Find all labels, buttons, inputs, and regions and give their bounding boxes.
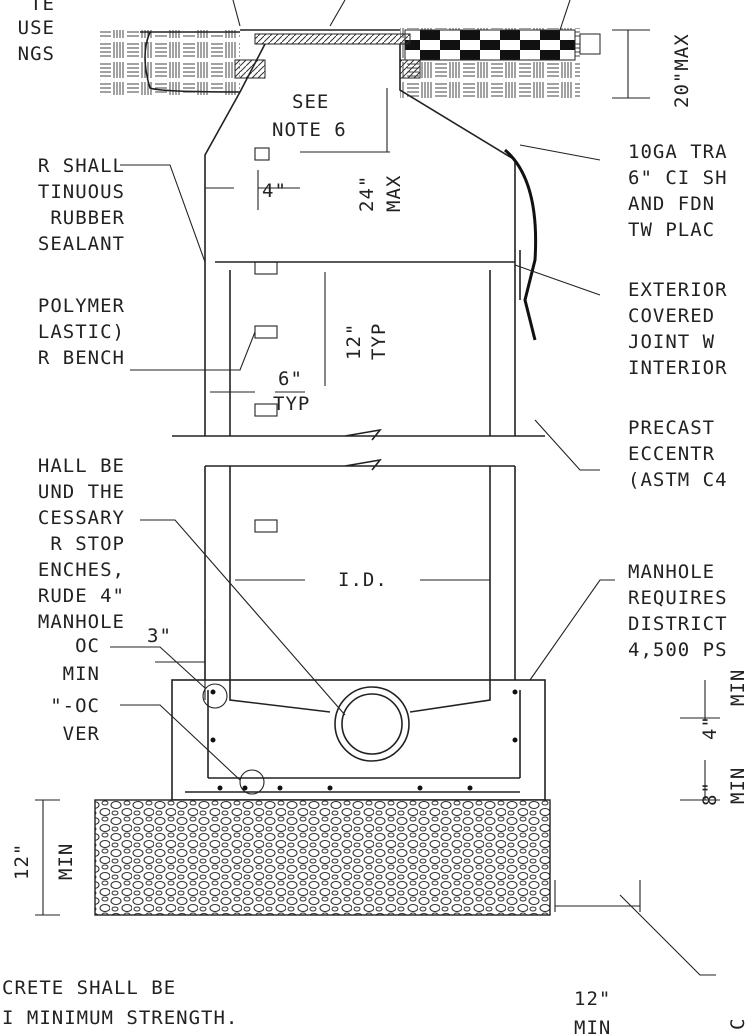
- dimension-labels: 20"MAX SEE NOTE 6 4" 24" MAX 12" TYP 6" …: [11, 33, 749, 1036]
- dim-step-6: 6": [278, 368, 303, 390]
- note-right-line: INTERIOR: [628, 357, 728, 379]
- dim-wall-4: 4": [262, 180, 287, 202]
- manhole-frame: [234, 33, 421, 79]
- dim-cover-max: 20"MAX: [671, 33, 693, 108]
- surface-pavement: [100, 28, 601, 98]
- manhole-steps: [254, 147, 278, 533]
- note-left-line: POLYMER: [38, 295, 125, 317]
- note-left-line: R STOP: [50, 533, 125, 555]
- riser-walls: [172, 270, 545, 680]
- note-right-line: DISTRICT: [628, 613, 728, 635]
- note-right-line: AND FDN: [628, 193, 715, 215]
- dimension-lines: [35, 29, 720, 916]
- note-left-line: TE: [30, 0, 55, 15]
- notes-right: 10GA TRA 6" CI SH AND FDN TW PLAC EXTERI…: [628, 141, 728, 661]
- note-right-line: TW PLAC: [628, 219, 715, 241]
- note-left-line: "-OC: [50, 695, 100, 717]
- note-left-line: NGS: [18, 43, 55, 65]
- note-left-line: MIN: [63, 663, 100, 685]
- note-right-line: (ASTM C4: [628, 469, 728, 491]
- dim-step-typ: TYP: [368, 323, 390, 360]
- manhole-base: [171, 679, 546, 801]
- note-right-line: COVERED: [628, 305, 715, 327]
- dim-base-4-min: MIN: [727, 669, 749, 706]
- note-left-line: USE: [18, 17, 55, 39]
- note-left-line: OC: [75, 635, 100, 657]
- note-left-line: R BENCH: [38, 347, 125, 369]
- note-left-line: MANHOLE: [38, 611, 125, 633]
- dim-see-note: NOTE 6: [272, 119, 347, 141]
- gravel-bedding: [94, 799, 551, 916]
- dim-bottom-min: MIN: [574, 1017, 611, 1036]
- note-left-line: HALL BE: [38, 455, 125, 477]
- note-right-line: EXTERIOR: [628, 279, 728, 301]
- note-bottom-line: CRETE SHALL BE: [2, 977, 176, 999]
- note-left-line: TINUOUS: [38, 181, 125, 203]
- dim-wall-3: 3": [147, 625, 172, 647]
- tracer-wire: [504, 148, 538, 341]
- note-right-line: REQUIRES: [628, 587, 728, 609]
- dim-see-note: SEE: [292, 91, 329, 113]
- note-right-line: 10GA TRA: [628, 141, 728, 163]
- note-right-line: 6" CI SH: [628, 167, 728, 189]
- dim-step-12: 12": [343, 323, 365, 360]
- dim-riser-24: 24": [356, 175, 378, 212]
- note-bottom: CRETE SHALL BE I MINIMUM STRENGTH.: [2, 977, 238, 1029]
- notes-left: TE USE NGS R SHALL TINUOUS RUBBER SEALAN…: [18, 0, 125, 745]
- note-left-line: SEALANT: [38, 233, 125, 255]
- rebar-dots: [210, 689, 518, 791]
- note-left-line: ENCHES,: [38, 559, 125, 581]
- note-left-line: VER: [63, 723, 100, 745]
- dim-bottom-12: 12": [574, 988, 611, 1010]
- note-right-line: JOINT W: [628, 331, 715, 353]
- note-left-line: CESSARY: [38, 507, 125, 529]
- note-right-line: PRECAST: [628, 417, 715, 439]
- dim-base-8-min: MIN: [727, 767, 749, 804]
- note-left-line: RUBBER: [50, 207, 125, 229]
- dim-gravel-12: 12": [11, 843, 33, 880]
- dim-inside-diameter: I.D.: [338, 569, 388, 591]
- note-right-line: MANHOLE: [628, 561, 715, 583]
- dim-base-4: 4": [699, 715, 721, 740]
- dim-cut-char: C: [727, 1018, 749, 1030]
- note-left-line: R SHALL: [38, 155, 125, 177]
- note-left-line: LASTIC): [38, 321, 125, 343]
- note-bottom-line: I MINIMUM STRENGTH.: [2, 1007, 238, 1029]
- leader-lines: [110, 144, 716, 976]
- note-left-line: UND THE: [38, 481, 125, 503]
- dim-riser-max: MAX: [383, 175, 405, 212]
- dim-base-8: 8": [699, 781, 721, 806]
- note-right-line: 4,500 PS: [628, 639, 728, 661]
- dim-step-6-typ: TYP: [273, 393, 310, 415]
- dim-gravel-12-min: MIN: [55, 843, 77, 880]
- note-right-line: ECCENTR: [628, 443, 715, 465]
- note-left-line: RUDE 4": [38, 585, 125, 607]
